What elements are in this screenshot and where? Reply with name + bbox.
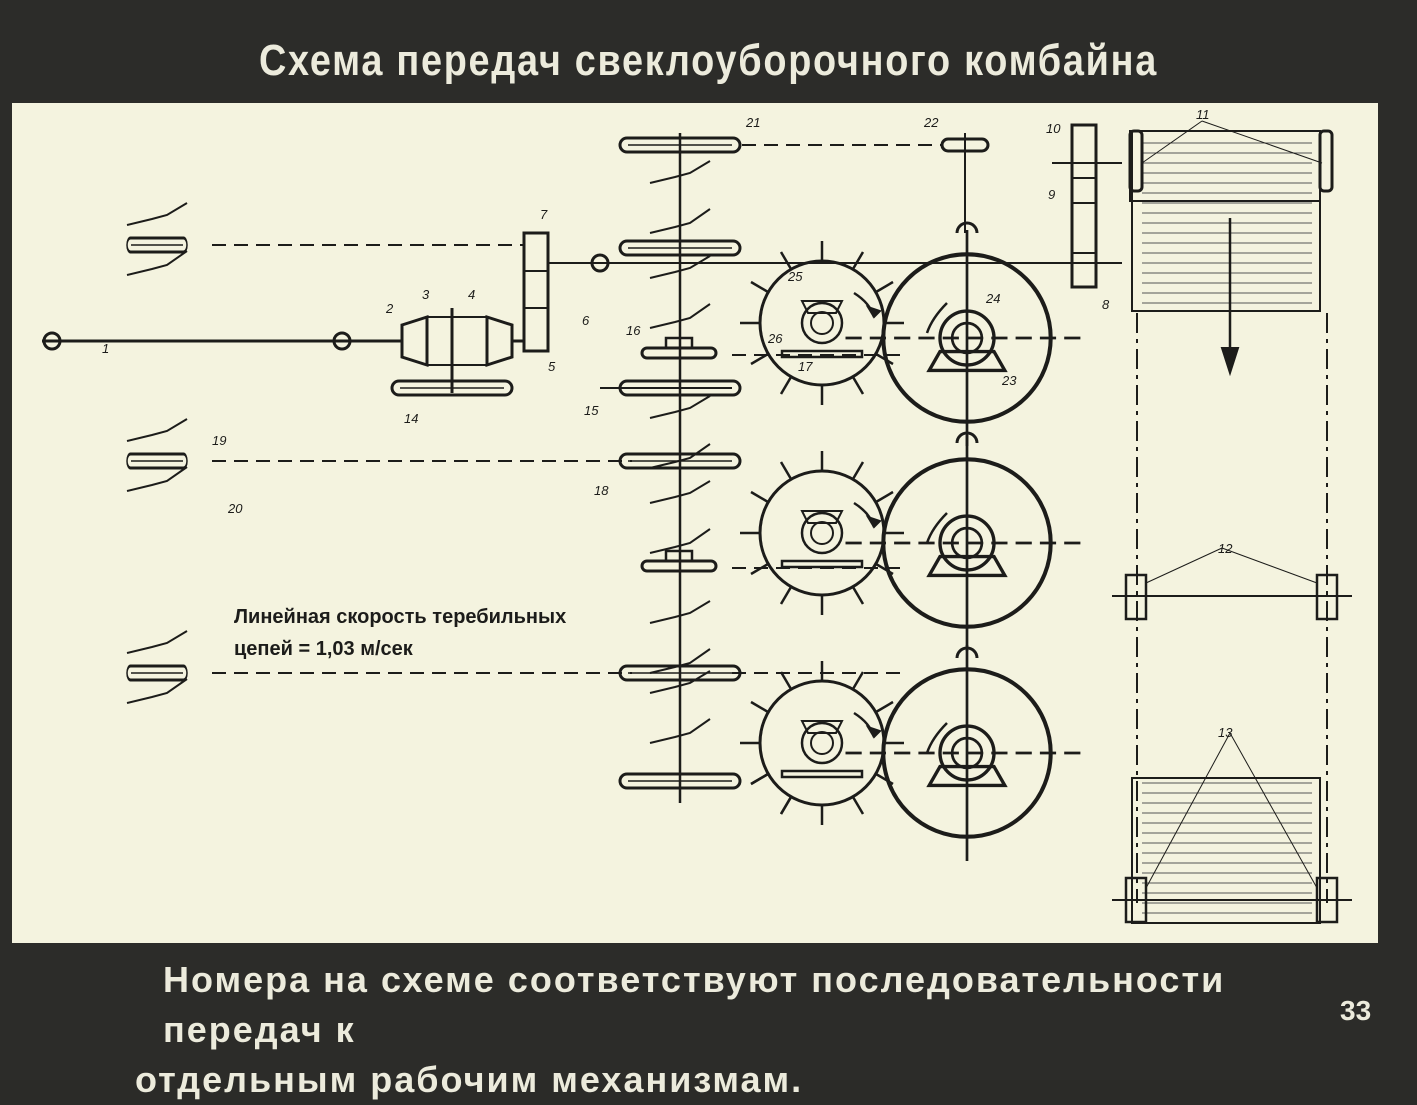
label-26: 26 — [767, 331, 783, 346]
caption-line-2: отдельным рабочим механизмам. — [135, 1059, 804, 1100]
speed-note-line2: цепей = 1,03 м/сек — [234, 638, 414, 660]
label-4: 4 — [468, 287, 475, 302]
diagram-panel: 1 2 3 4 5 6 7 8 9 10 11 12 13 14 15 16 1… — [12, 103, 1378, 943]
label-5: 5 — [548, 359, 556, 374]
label-12: 12 — [1218, 541, 1233, 556]
slide-caption: Номера на схеме соответствуют последоват… — [135, 955, 1285, 1105]
label-24: 24 — [985, 291, 1000, 306]
label-7: 7 — [540, 207, 548, 222]
label-20: 20 — [227, 501, 243, 516]
label-11: 11 — [1196, 107, 1210, 122]
label-9: 9 — [1048, 187, 1055, 202]
label-10: 10 — [1046, 121, 1061, 136]
label-23: 23 — [1001, 373, 1017, 388]
caption-line-1: Номера на схеме соответствуют последоват… — [163, 959, 1226, 1050]
label-16: 16 — [626, 323, 641, 338]
label-2: 2 — [385, 301, 394, 316]
slide-title: Схема передач свеклоуборочного комбайна — [259, 36, 1158, 85]
label-3: 3 — [422, 287, 430, 302]
label-18: 18 — [594, 483, 609, 498]
speed-note-line1: Линейная скорость теребильных — [234, 606, 566, 628]
label-6: 6 — [582, 313, 590, 328]
label-1: 1 — [102, 341, 109, 356]
page-number: 33 — [1340, 995, 1372, 1026]
label-17: 17 — [798, 359, 813, 374]
label-22: 22 — [923, 115, 939, 130]
slide: Схема передач свеклоуборочного комбайна — [12, 36, 1378, 1100]
transmission-diagram: 1 2 3 4 5 6 7 8 9 10 11 12 13 14 15 16 1… — [42, 107, 1352, 924]
label-14: 14 — [404, 411, 418, 426]
label-21: 21 — [745, 115, 760, 130]
label-19: 19 — [212, 433, 226, 448]
label-25: 25 — [787, 269, 803, 284]
label-13: 13 — [1218, 725, 1233, 740]
label-15: 15 — [584, 403, 599, 418]
label-8: 8 — [1102, 297, 1110, 312]
